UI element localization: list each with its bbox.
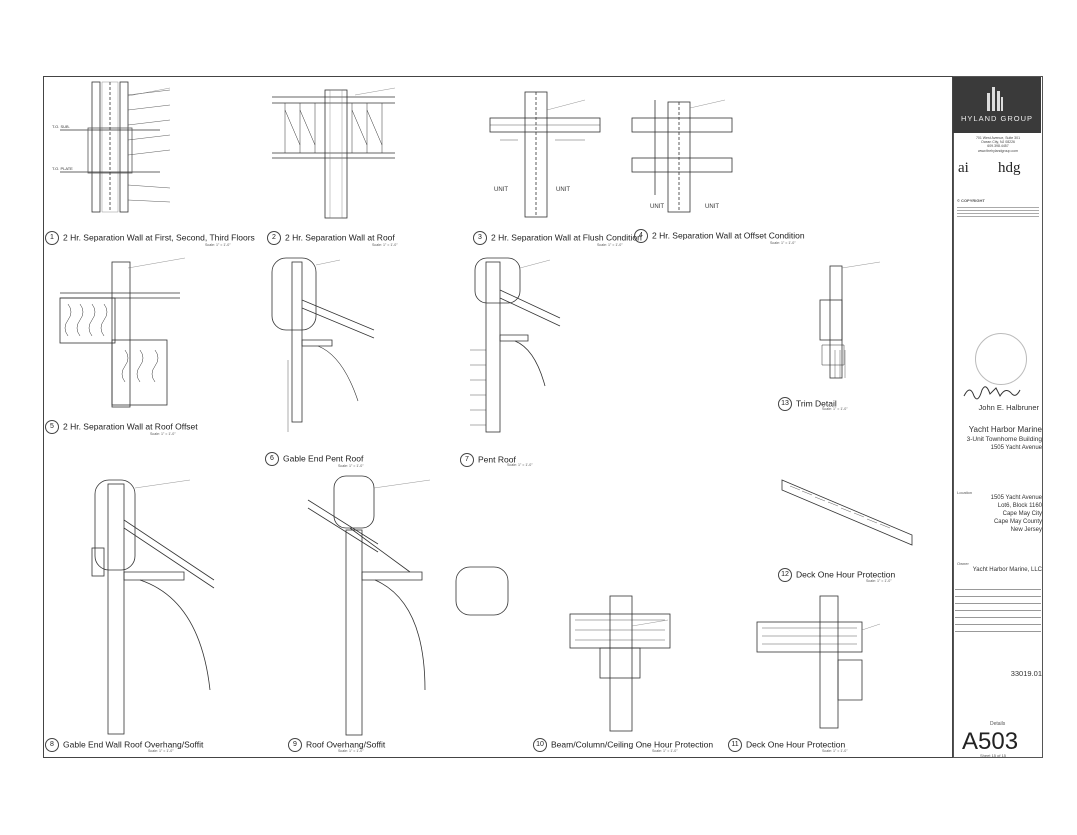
detail-scale: Scale: 1" = 1'-0"	[822, 749, 848, 753]
project-client: Yacht Harbor Marine	[968, 425, 1042, 434]
firm-logo: HYLAND GROUP	[953, 77, 1041, 133]
detail-scale: Scale: 1" = 1'-0"	[148, 749, 174, 753]
detail-scale: Scale: 1" = 1'-0"	[597, 243, 623, 247]
sheet-of: Sheet 15 of 15	[980, 753, 1007, 758]
location-city: Cape May City	[1002, 511, 1042, 517]
firm-name: HYLAND GROUP	[960, 114, 1033, 123]
engineer-seal	[975, 333, 1027, 385]
detail-1-drawing	[60, 81, 171, 213]
detail-11-drawing	[756, 595, 863, 729]
location-lot: Lot6, Block 1160	[997, 503, 1042, 509]
project-number: 33019.01	[1010, 669, 1042, 678]
detail-8-drawing	[91, 479, 215, 735]
detail-scale: Scale: 1" = 1'-0"	[822, 407, 848, 411]
location-label: Location	[957, 490, 973, 495]
consultant-logo-hdg: hdg	[998, 160, 1021, 176]
text-tof-plate: T.O. PLATE	[52, 166, 73, 171]
text-unit-label: UNIT	[494, 187, 508, 193]
copyright-title: © COPYRIGHT	[957, 198, 985, 203]
sheet-number: A503	[962, 728, 1019, 755]
location-state: New Jersey	[1010, 527, 1042, 533]
firm-logo-icon	[987, 87, 1003, 111]
project-type: 3-Unit Townhome Building	[966, 436, 1042, 443]
detail-12-drawing	[781, 479, 913, 546]
detail-scale: Scale: 1" = 1'-0"	[205, 243, 231, 247]
copyright-notice-lines	[957, 205, 1039, 225]
consultant-logo-ai: ai	[958, 160, 969, 176]
drawing-frame	[43, 76, 953, 758]
detail-scale: Scale: 1" = 1'-0"	[770, 241, 796, 245]
detail-7-drawing	[470, 257, 561, 433]
text-tof-sub: T.O. SUB.	[52, 124, 70, 129]
title-block	[953, 76, 1043, 758]
detail-scale: Scale: 1" = 1'-0"	[338, 464, 364, 468]
revision-table	[955, 583, 1041, 658]
detail-scale: Scale: 1" = 1'-0"	[338, 749, 364, 753]
owner-name: Yacht Harbor Marine, LLC	[972, 567, 1042, 573]
detail-scale: Scale: 1" = 1'-0"	[372, 243, 398, 247]
detail-10-drawing	[569, 595, 671, 732]
text-unit-label: UNIT	[650, 204, 664, 210]
location-county: Cape May County	[993, 519, 1042, 525]
detail-2-drawing	[272, 89, 395, 219]
detail-scale: Scale: 1" = 1'-0"	[652, 749, 678, 753]
sheet-title: Details	[990, 721, 1006, 727]
signature-icon	[963, 386, 1021, 400]
detail-13-drawing	[819, 265, 846, 379]
text-unit-label: UNIT	[556, 187, 570, 193]
signature-name: John E. Halbruner	[978, 403, 1039, 412]
owner-label: Owner	[957, 561, 969, 566]
location-street: 1505 Yacht Avenue	[990, 495, 1042, 501]
detail-5-drawing	[59, 261, 180, 408]
text-unit-label: UNIT	[705, 204, 719, 210]
detail-scale: Scale: 1" = 1'-0"	[507, 463, 533, 467]
detail-4-drawing	[631, 100, 733, 213]
detail-3-drawing	[489, 91, 601, 218]
project-street: 1505 Yacht Avenue	[990, 445, 1042, 451]
firm-address: 701 West Avenue, Suite 301 Ocean City, N…	[975, 136, 1021, 153]
detail-9-drawing	[307, 475, 509, 736]
detail-scale: Scale: 1" = 1'-0"	[866, 579, 892, 583]
detail-6-drawing	[271, 257, 375, 432]
detail-scale: Scale: 1" = 1'-0"	[150, 432, 176, 436]
